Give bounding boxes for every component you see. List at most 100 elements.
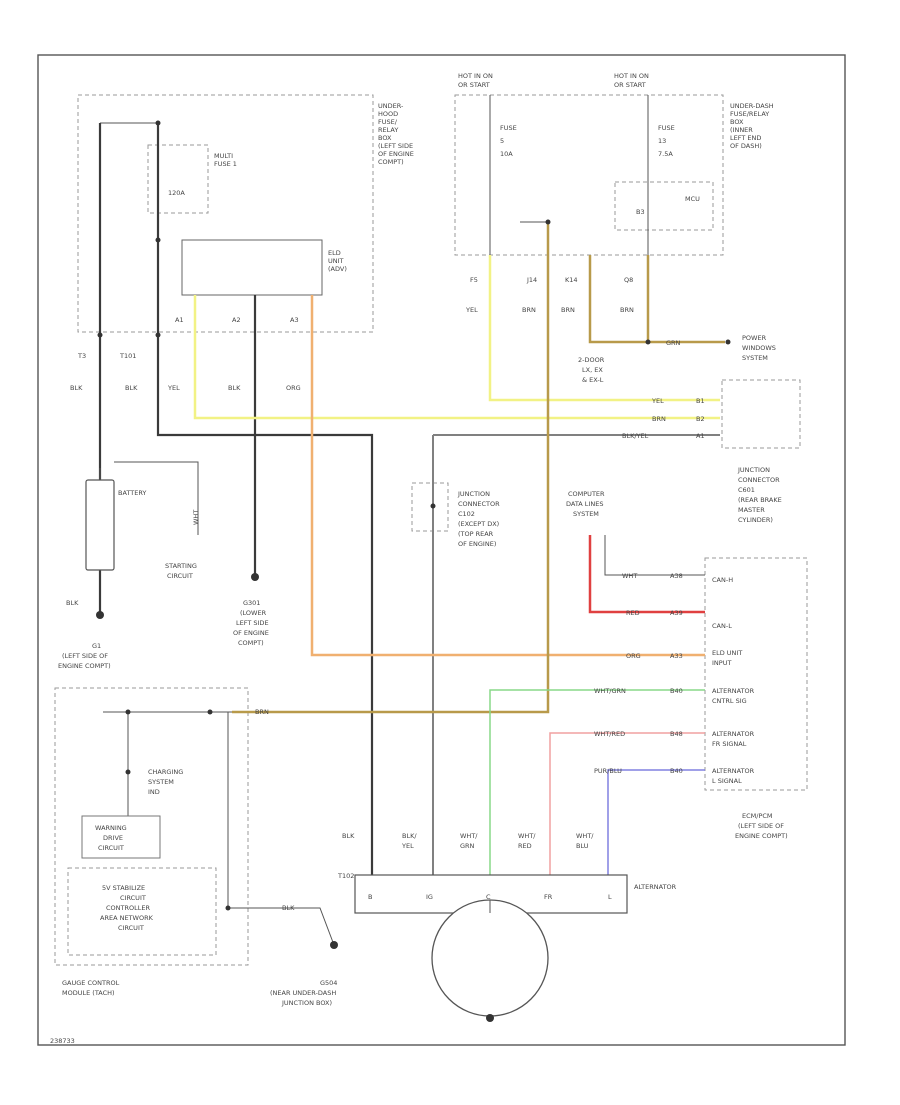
warning-driver-label: WARNING DRIVE CIRCUIT — [95, 824, 127, 852]
svg-text:ALTERNATOR: ALTERNATOR — [712, 767, 755, 775]
power-window-connector — [721, 379, 801, 449]
pin-a2: A2 — [232, 316, 241, 324]
svg-text:WHT/: WHT/ — [460, 832, 478, 840]
wire-label-org: ORG — [286, 384, 301, 392]
eld-unit-box — [181, 239, 323, 296]
wire-brn-charge — [232, 222, 550, 714]
splice-dot — [725, 339, 731, 345]
svg-text:POWER: POWER — [742, 334, 767, 342]
alt-connector-label: T102 — [337, 872, 354, 880]
svg-text:WHT/: WHT/ — [576, 832, 594, 840]
svg-text:B48: B48 — [670, 730, 683, 738]
svg-text:FUSE/RELAY: FUSE/RELAY — [730, 110, 769, 118]
svg-text:CAN-L: CAN-L — [712, 622, 732, 630]
svg-text:CIRCUIT: CIRCUIT — [120, 894, 146, 902]
svg-text:FR: FR — [544, 893, 553, 901]
svg-text:2-DOOR: 2-DOOR — [578, 356, 605, 364]
svg-text:UNDER-: UNDER- — [378, 102, 404, 110]
connector-pin-b2: B2 — [696, 415, 705, 423]
svg-text:FUSE: FUSE — [500, 124, 517, 132]
svg-text:(EXCEPT DX): (EXCEPT DX) — [458, 520, 499, 528]
svg-text:A39: A39 — [670, 609, 683, 617]
svg-text:C: C — [486, 893, 491, 901]
hot-in-on-1: HOT IN ON — [458, 72, 493, 80]
wire-label-brn: BRN — [522, 306, 536, 314]
alternator-label: ALTERNATOR — [634, 883, 677, 891]
svg-text:B: B — [368, 893, 372, 901]
svg-text:MASTER: MASTER — [738, 506, 765, 514]
svg-text:WARNING: WARNING — [95, 824, 127, 832]
alternator-pin-labels: B IG C FR L — [368, 893, 612, 901]
pin-j14: J14 — [526, 276, 537, 284]
svg-text:L SIGNAL: L SIGNAL — [712, 777, 742, 785]
wire-label-blk: BLK — [228, 384, 241, 392]
svg-text:IND: IND — [148, 788, 160, 796]
mcu-pin: B3 — [636, 208, 645, 216]
pin-t3: T3 — [77, 352, 86, 360]
svg-text:UNIT: UNIT — [328, 257, 344, 265]
svg-text:BOX: BOX — [730, 118, 744, 126]
connector-pin-a1: A1 — [696, 432, 705, 440]
svg-text:BLK: BLK — [342, 832, 355, 840]
wire-red-canl — [588, 535, 705, 614]
stabilizer-box — [67, 867, 217, 956]
svg-text:GRN: GRN — [460, 842, 475, 850]
hot-in-on-2b: OR START — [614, 81, 646, 89]
wire-canh — [604, 535, 705, 576]
mcu-label: MCU — [685, 195, 700, 203]
underhood-fuse-box — [77, 94, 374, 333]
pin-a3: A3 — [290, 316, 299, 324]
svg-text:ALTERNATOR: ALTERNATOR — [712, 730, 755, 738]
battery-symbol — [85, 479, 115, 571]
wire-org — [310, 295, 705, 657]
wire-label-blk: BLK — [125, 384, 138, 392]
underhood-label: UNDER- HOOD FUSE/ RELAY BOX (LEFT SIDE O… — [378, 102, 414, 166]
splice-dot — [225, 905, 231, 911]
svg-text:(ADV): (ADV) — [328, 265, 347, 273]
svg-text:(NEAR UNDER-DASH: (NEAR UNDER-DASH — [270, 989, 336, 997]
svg-text:FUSE 1: FUSE 1 — [214, 160, 237, 168]
connector-wire-brn: BRN — [652, 415, 666, 423]
splice-dot — [645, 339, 651, 345]
svg-text:5: 5 — [500, 137, 504, 145]
svg-text:WHT: WHT — [622, 572, 637, 580]
gauge-module-label: GAUGE CONTROL MODULE (TACH) — [62, 979, 120, 997]
pin-k14: K14 — [565, 276, 578, 284]
svg-text:LEFT END: LEFT END — [730, 134, 761, 142]
stabilizer-wire-label: BLK — [282, 904, 295, 912]
splice-dot — [155, 237, 161, 243]
wire-yel-a1 — [193, 295, 720, 420]
svg-text:(LEFT SIDE OF: (LEFT SIDE OF — [62, 652, 108, 660]
svg-text:FUSE: FUSE — [658, 124, 675, 132]
g1-label: G1 (LEFT SIDE OF ENGINE COMPT) — [58, 642, 111, 670]
wire-alternator-b — [156, 335, 374, 875]
svg-text:COMPT): COMPT) — [238, 639, 264, 647]
ground-symbol — [251, 573, 259, 581]
svg-text:IG: IG — [426, 893, 433, 901]
warning-driver-box — [81, 815, 161, 859]
splice-dot — [155, 120, 161, 126]
svg-text:(TOP REAR: (TOP REAR — [458, 530, 494, 538]
svg-text:G301: G301 — [243, 599, 260, 607]
wire-wht-grn — [489, 689, 705, 875]
wire-label-yel: YEL — [465, 306, 478, 314]
connector-wire-blkyel: BLK/YEL — [622, 432, 649, 440]
svg-text:ECM/PCM: ECM/PCM — [742, 812, 773, 820]
svg-text:WHT/GRN: WHT/GRN — [594, 687, 626, 695]
svg-text:B40: B40 — [670, 687, 683, 695]
svg-text:ENGINE COMPT): ENGINE COMPT) — [58, 662, 111, 670]
svg-text:L: L — [608, 893, 612, 901]
gauge-ground-line — [227, 712, 335, 946]
svg-text:OF ENGINE: OF ENGINE — [378, 150, 414, 158]
svg-text:WINDOWS: WINDOWS — [742, 344, 776, 352]
svg-text:CIRCUIT: CIRCUIT — [98, 844, 124, 852]
svg-text:& EX-L: & EX-L — [582, 376, 604, 384]
svg-text:OF DASH): OF DASH) — [730, 142, 762, 150]
svg-text:SYSTEM: SYSTEM — [573, 510, 599, 518]
svg-text:DRIVE: DRIVE — [103, 834, 123, 842]
splice-dot — [125, 709, 131, 715]
svg-text:COMPUTER: COMPUTER — [568, 490, 605, 498]
svg-text:BLK/: BLK/ — [402, 832, 417, 840]
fuse13-label: FUSE 13 7.5A — [658, 124, 675, 158]
